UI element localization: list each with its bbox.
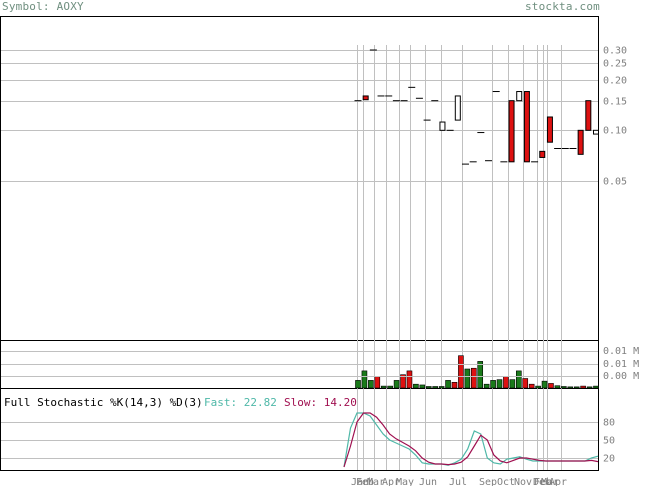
- price-tick-label: 0.10: [603, 126, 627, 137]
- volume-bar: [419, 384, 426, 389]
- volume-bar: [464, 368, 471, 389]
- month-label: Feb: [356, 477, 374, 486]
- month-label: Sep: [479, 477, 497, 486]
- volume-bar: [548, 383, 554, 389]
- volume-bar: [368, 380, 374, 389]
- candle-body: [546, 116, 553, 143]
- volume-bar: [380, 385, 387, 389]
- stochastic-fast-value: Fast: 22.82: [204, 396, 277, 409]
- volume-bar: [561, 386, 567, 389]
- volume-tick-label: 0.01 M: [603, 359, 639, 370]
- month-label: Mar: [367, 477, 385, 486]
- volume-bar: [554, 385, 561, 389]
- candle-body: [585, 100, 592, 131]
- candle-body: [454, 95, 461, 121]
- price-tick-label: 0.05: [603, 177, 627, 188]
- volume-bar: [425, 386, 432, 389]
- candle-body: [516, 91, 523, 102]
- volume-bar: [451, 381, 458, 389]
- candle-body: [593, 129, 599, 135]
- volume-bar: [361, 370, 368, 389]
- volume-bar: [355, 380, 361, 389]
- price-tick-label: 0.20: [603, 76, 627, 87]
- stochastic-slow-value: Slow: 14.20: [284, 396, 357, 409]
- volume-bar: [400, 374, 406, 389]
- volume-bar: [393, 380, 400, 389]
- volume-bar: [490, 380, 496, 389]
- chart-symbol-label: Symbol: AOXY: [2, 0, 84, 13]
- volume-bar: [374, 376, 381, 389]
- volume-bar: [586, 386, 593, 389]
- volume-bar: [522, 378, 529, 389]
- volume-bar: [567, 386, 574, 389]
- volume-tick-label: 0.01 M: [603, 346, 639, 357]
- month-label: Feb: [534, 477, 552, 486]
- price-grid: [1, 50, 598, 182]
- candle-body: [577, 129, 584, 155]
- candle-body: [439, 121, 446, 131]
- volume-bar: [477, 361, 484, 389]
- month-label: Jul: [449, 477, 467, 486]
- month-label: May: [396, 477, 414, 486]
- price-tick-label: 0.25: [603, 59, 627, 70]
- stochastic-lines: [343, 412, 599, 468]
- stochastic-axis-labels: 80 50 20: [603, 418, 615, 465]
- price-tick-label: 0.15: [603, 97, 627, 108]
- stochastic-panel-frame: [0, 388, 599, 471]
- volume-bar: [535, 385, 541, 389]
- volume-bar: [387, 385, 393, 389]
- month-label: Apr: [382, 477, 400, 486]
- stochastic-tick-label: 50: [603, 436, 615, 447]
- candle-body: [362, 95, 369, 101]
- volume-bar: [406, 370, 413, 389]
- candle-body: [539, 150, 546, 158]
- candlesticks: [354, 49, 599, 165]
- month-label: Jan: [351, 477, 369, 486]
- month-label: Nov: [514, 477, 532, 486]
- brand-label: stockta.com: [524, 0, 600, 13]
- volume-bar: [528, 383, 535, 389]
- month-label: Jun: [419, 477, 437, 486]
- volume-bar: [573, 386, 580, 389]
- volume-tick-label: 0.00 M: [603, 371, 639, 382]
- volume-bars: [355, 355, 599, 389]
- price-axis-labels: 0.30 0.25 0.20 0.15 0.10 0.05: [603, 46, 627, 188]
- volume-bar: [509, 379, 516, 389]
- stochastic-grid: [1, 422, 598, 459]
- month-label: Mar: [541, 477, 559, 486]
- volume-bar: [593, 385, 599, 389]
- volume-bar: [458, 355, 464, 389]
- slow-stochastic-line: [343, 412, 599, 468]
- volume-bar: [470, 367, 477, 389]
- volume-bar: [445, 380, 451, 389]
- volume-bar: [541, 380, 548, 389]
- volume-bar: [432, 386, 438, 389]
- stochastic-title: Full Stochastic %K(14,3) %D(3): [4, 396, 203, 409]
- volume-bar: [438, 386, 445, 389]
- month-label: Oct: [497, 477, 515, 486]
- stochastic-tick-label: 80: [603, 418, 615, 429]
- volume-axis-labels: 0.01 M0.01 M0.00 M: [1, 346, 639, 382]
- volume-bar: [503, 376, 509, 389]
- vertical-gridlines: [357, 45, 562, 470]
- stochastic-tick-label: 20: [603, 454, 615, 465]
- price-tick-label: 0.30: [603, 46, 627, 57]
- month-label: Apr: [549, 477, 567, 486]
- volume-bar: [580, 385, 586, 389]
- volume-bar: [483, 383, 490, 389]
- volume-bar: [413, 383, 419, 389]
- volume-bar: [516, 370, 522, 389]
- candle-body: [508, 100, 515, 163]
- volume-bar: [496, 379, 503, 389]
- month-label: Dec: [533, 477, 551, 486]
- candle-body: [523, 91, 530, 163]
